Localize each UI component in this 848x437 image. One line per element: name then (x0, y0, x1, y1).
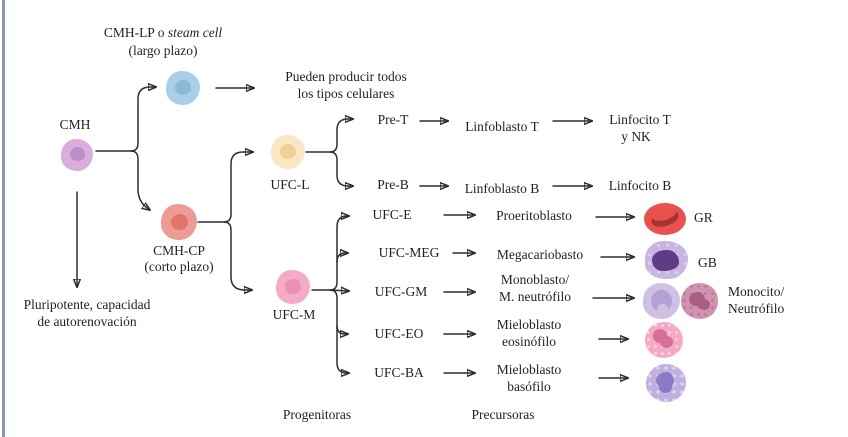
linfocito-t-label-line2: y NK (621, 129, 651, 144)
neutrophil-nucleus (689, 292, 710, 310)
cmh-cp-label: CMH-CP (153, 243, 205, 258)
basophil-nucleus-lobe (659, 381, 672, 393)
eosinophil-nucleus-lobe (660, 336, 673, 348)
erythrocyte-highlight (650, 203, 679, 224)
monocito-label-line1: Monocito/ (728, 284, 785, 299)
cmh-cp-cell-nucleus (171, 214, 188, 230)
produce-note-line2: los tipos celulares (297, 86, 395, 101)
gb-label: GB (698, 255, 717, 270)
produce-note-line1: Pueden producir todos (285, 69, 407, 84)
cmh-lp-title-italic: steam cell (167, 25, 223, 40)
cmh-cp-subtitle: (corto plazo) (144, 259, 214, 274)
gb-platelet-cell (645, 241, 688, 279)
megacariobasto-label: Megacariobasto (496, 247, 584, 262)
monocyte-nucleus (651, 290, 672, 315)
lymphoid-arrows (419, 121, 592, 186)
cp-branch-bracket (197, 152, 253, 290)
myeloid-arrows (443, 215, 634, 378)
cmh-label: CMH (59, 117, 91, 132)
eosinophil-nucleus (653, 329, 673, 348)
mieloblasto-ba-label-line1: Mieloblasto (496, 362, 562, 377)
neutrophil-cell (681, 283, 718, 319)
ufcm-branch-bracket (311, 216, 349, 373)
erythrocyte-cell (644, 203, 686, 235)
left-frame-border (2, 0, 5, 437)
cmh-lp-subtitle: (largo plazo) (128, 43, 198, 58)
mieloblasto-ba-label-line2: basófilo (507, 379, 551, 394)
monoblasto-label-line2: M. neutrófilo (499, 289, 571, 304)
linfocito-b-label: Linfocito B (608, 178, 672, 193)
neutrophil-nucleus-lobe (698, 299, 710, 310)
cmh-cell-nucleus (70, 147, 85, 161)
basophil-cell (646, 364, 686, 402)
ufc-l-cell (271, 135, 305, 169)
ufc-gm-label: UFC-GM (374, 284, 428, 299)
ufc-l-cell-nucleus (280, 144, 296, 159)
cmh-lp-cell-nucleus (175, 80, 191, 95)
gr-label: GR (694, 210, 713, 225)
ufc-ba-label: UFC-BA (374, 365, 424, 380)
cmh-lp-title: CMH-LP o steam cell (104, 25, 222, 41)
cmh-lp-title-regular: CMH-LP o (103, 25, 168, 40)
precursoras-column-label: Precursoras (471, 407, 535, 422)
cmh-cell (61, 139, 93, 171)
ufc-m-cell-nucleus (285, 279, 301, 294)
progenitoras-column-label: Progenitoras (282, 407, 352, 422)
pre-b-label: Pre-B (377, 177, 409, 192)
gb-cell-nucleus (652, 250, 679, 271)
ufc-e-label: UFC-E (372, 207, 412, 222)
cmh-cp-cell (161, 204, 197, 240)
proeritoblasto-label: Proeritoblasto (496, 208, 572, 223)
self-renewal-note-line1: Pluripotente, capacidad (23, 297, 151, 312)
linfoblasto-b-label: Linfoblasto B (464, 181, 540, 196)
erythrocyte-concavity (649, 203, 681, 230)
ufc-m-cell (276, 270, 310, 304)
cmh-lp-cell (166, 71, 200, 105)
mieloblasto-eo-label-line1: Mieloblasto (496, 317, 562, 332)
basophil-nucleus (656, 372, 674, 393)
pre-t-label: Pre-T (377, 112, 409, 127)
self-renewal-note-line2: de autorenovación (37, 314, 137, 329)
ufc-eo-label: UFC-EO (374, 326, 424, 341)
ufc-l-label: UFC-L (270, 177, 310, 192)
linfocito-t-label-line1: Linfocito T (609, 112, 671, 127)
monocito-label-line2: Neutrófilo (728, 301, 785, 316)
monocyte-nucleus-notch (657, 304, 668, 315)
ufc-meg-label: UFC-MEG (378, 245, 440, 260)
mieloblasto-eo-label-line2: eosinófilo (502, 334, 556, 349)
cmh-branch-bracket (95, 87, 156, 210)
eosinophil-cell (645, 322, 683, 358)
monocyte-cell (643, 283, 680, 319)
ufc-m-label: UFC-M (272, 307, 316, 322)
monoblasto-label-line1: Monoblasto/ (500, 272, 570, 287)
linfoblasto-t-label: Linfoblasto T (465, 119, 539, 134)
ufcl-branch-bracket (305, 119, 353, 186)
